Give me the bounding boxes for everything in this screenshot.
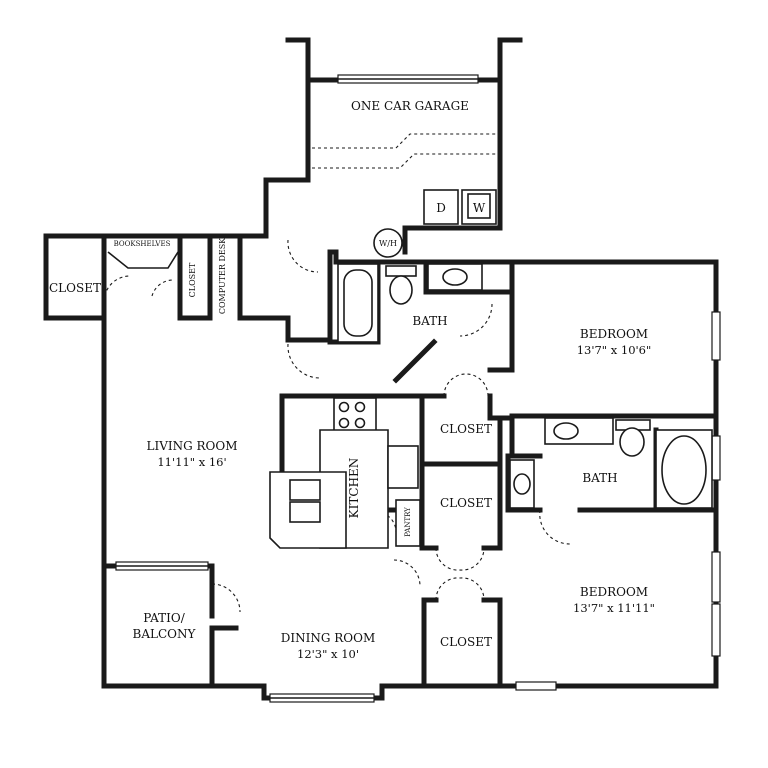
bedroom-upper-label: BEDROOM xyxy=(580,327,648,341)
closet-center-bottom-label: CLOSET xyxy=(440,635,492,649)
washer-label: W xyxy=(473,201,486,215)
bath-upper-label: BATH xyxy=(412,314,447,328)
walls xyxy=(43,37,719,701)
pantry-label: PANTRY xyxy=(404,507,412,537)
dryer-label: D xyxy=(436,201,446,215)
bedroom-upper-dimensions: 13'7" x 10'6" xyxy=(577,343,652,357)
garage-ramp xyxy=(312,133,496,169)
dining-room-label: DINING ROOM xyxy=(281,631,376,645)
closet-small-label: CLOSET xyxy=(188,262,197,297)
closet-center-mid-label: CLOSET xyxy=(440,496,492,510)
room-labels: ONE CAR GARAGE D W W/H BOOKSHELVES CLOSE… xyxy=(49,99,655,661)
patio-label: PATIO/ xyxy=(143,611,186,625)
bookshelves-label: BOOKSHELVES xyxy=(114,240,171,248)
windows xyxy=(115,74,721,703)
water-heater-label: W/H xyxy=(379,239,397,248)
door-swings xyxy=(103,239,571,613)
balcony-label: BALCONY xyxy=(133,627,197,641)
computer-desk-label: COMPUTER DESK xyxy=(218,237,227,314)
living-room-dimensions: 11'11" x 16' xyxy=(157,455,226,469)
bedroom-lower-dimensions: 13'7" x 11'11" xyxy=(573,601,655,615)
dryer-icon xyxy=(423,189,459,225)
bedroom-lower-label: BEDROOM xyxy=(580,585,648,599)
dining-room-dimensions: 12'3" x 10' xyxy=(297,647,359,661)
closet-center-top-label: CLOSET xyxy=(440,422,492,436)
living-room-label: LIVING ROOM xyxy=(146,439,237,453)
water-heater-icon xyxy=(373,228,403,258)
kitchen-label: KITCHEN xyxy=(347,458,361,519)
fixtures xyxy=(107,189,713,549)
garage-label: ONE CAR GARAGE xyxy=(351,99,469,113)
closet-left-label: CLOSET xyxy=(49,281,101,295)
bath-lower-label: BATH xyxy=(582,471,617,485)
